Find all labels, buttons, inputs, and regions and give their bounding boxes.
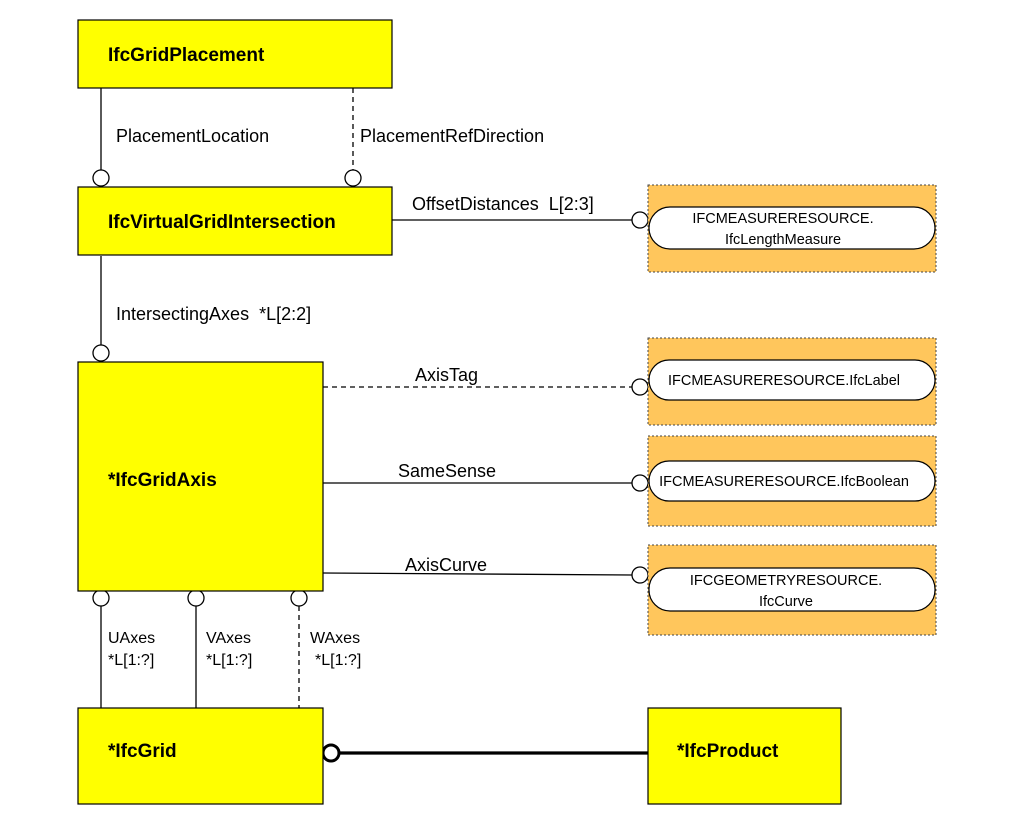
- entity-label: IfcGridPlacement: [108, 45, 265, 66]
- relation-label-v-axes-cardinality: *L[1:?]: [206, 652, 252, 669]
- grid-product-end-circle: [321, 743, 341, 763]
- relation-label-placement-ref-direction: PlacementRefDirection: [360, 126, 544, 146]
- intersecting-axes-end-circle: [92, 344, 110, 362]
- relation-label-w-axes: WAxes: [310, 630, 360, 647]
- relation-label-axis-curve: AxisCurve: [405, 555, 487, 575]
- relation-label-same-sense: SameSense: [398, 461, 496, 481]
- relation-label-v-axes: VAxes: [206, 630, 251, 647]
- w-axes-end-circle: [290, 589, 308, 607]
- placement-location-end-circle: [92, 169, 110, 187]
- type-ifc-curve[interactable]: IFCGEOMETRYRESOURCE. IfcCurve: [647, 544, 937, 636]
- type-ifc-length-measure[interactable]: IFCMEASURERESOURCE. IfcLengthMeasure: [647, 184, 937, 273]
- axis-curve-end-circle: [631, 566, 649, 584]
- entity-ifc-product[interactable]: *IfcProduct: [647, 707, 842, 805]
- relation-label-axis-tag: AxisTag: [415, 365, 478, 385]
- entity-label: *IfcProduct: [677, 741, 779, 762]
- axis-curve-line: [322, 572, 633, 576]
- relation-label-intersecting-axes: IntersectingAxes *L[2:2]: [116, 304, 311, 324]
- entity-ifc-grid[interactable]: *IfcGrid: [77, 707, 324, 805]
- entity-label: *IfcGrid: [108, 741, 177, 762]
- relation-label-placement-location: PlacementLocation: [116, 126, 269, 146]
- relation-label-offset-distances: OffsetDistances L[2:3]: [412, 194, 594, 214]
- entity-label: *IfcGridAxis: [108, 470, 217, 491]
- entity-label: IfcVirtualGridIntersection: [108, 212, 336, 233]
- relation-label-u-axes: UAxes: [108, 630, 155, 647]
- offset-distances-end-circle: [631, 211, 649, 229]
- v-axes-end-circle: [187, 589, 205, 607]
- type-label-line-1: IFCGEOMETRYRESOURCE.: [690, 573, 882, 589]
- placement-ref-direction-end-circle: [344, 169, 362, 187]
- same-sense-end-circle: [631, 474, 649, 492]
- axis-tag-end-circle: [631, 378, 649, 396]
- type-label-line-2: IfcCurve: [759, 594, 813, 610]
- type-label: IFCMEASURERESOURCE.IfcBoolean: [659, 474, 909, 490]
- relation-label-u-axes-cardinality: *L[1:?]: [108, 652, 154, 669]
- u-axes-end-circle: [92, 589, 110, 607]
- type-label-line-1: IFCMEASURERESOURCE.: [692, 211, 873, 227]
- type-ifc-boolean[interactable]: IFCMEASURERESOURCE.IfcBoolean: [647, 435, 937, 527]
- type-ifc-label[interactable]: IFCMEASURERESOURCE.IfcLabel: [647, 337, 937, 426]
- entity-ifc-virtual-grid-intersection[interactable]: IfcVirtualGridIntersection: [77, 186, 393, 256]
- type-label: IFCMEASURERESOURCE.IfcLabel: [668, 373, 900, 389]
- relation-label-w-axes-cardinality: *L[1:?]: [315, 652, 361, 669]
- entity-ifc-grid-axis[interactable]: *IfcGridAxis: [77, 361, 324, 592]
- entity-ifc-grid-placement[interactable]: IfcGridPlacement: [77, 19, 393, 89]
- type-label-line-2: IfcLengthMeasure: [725, 232, 841, 248]
